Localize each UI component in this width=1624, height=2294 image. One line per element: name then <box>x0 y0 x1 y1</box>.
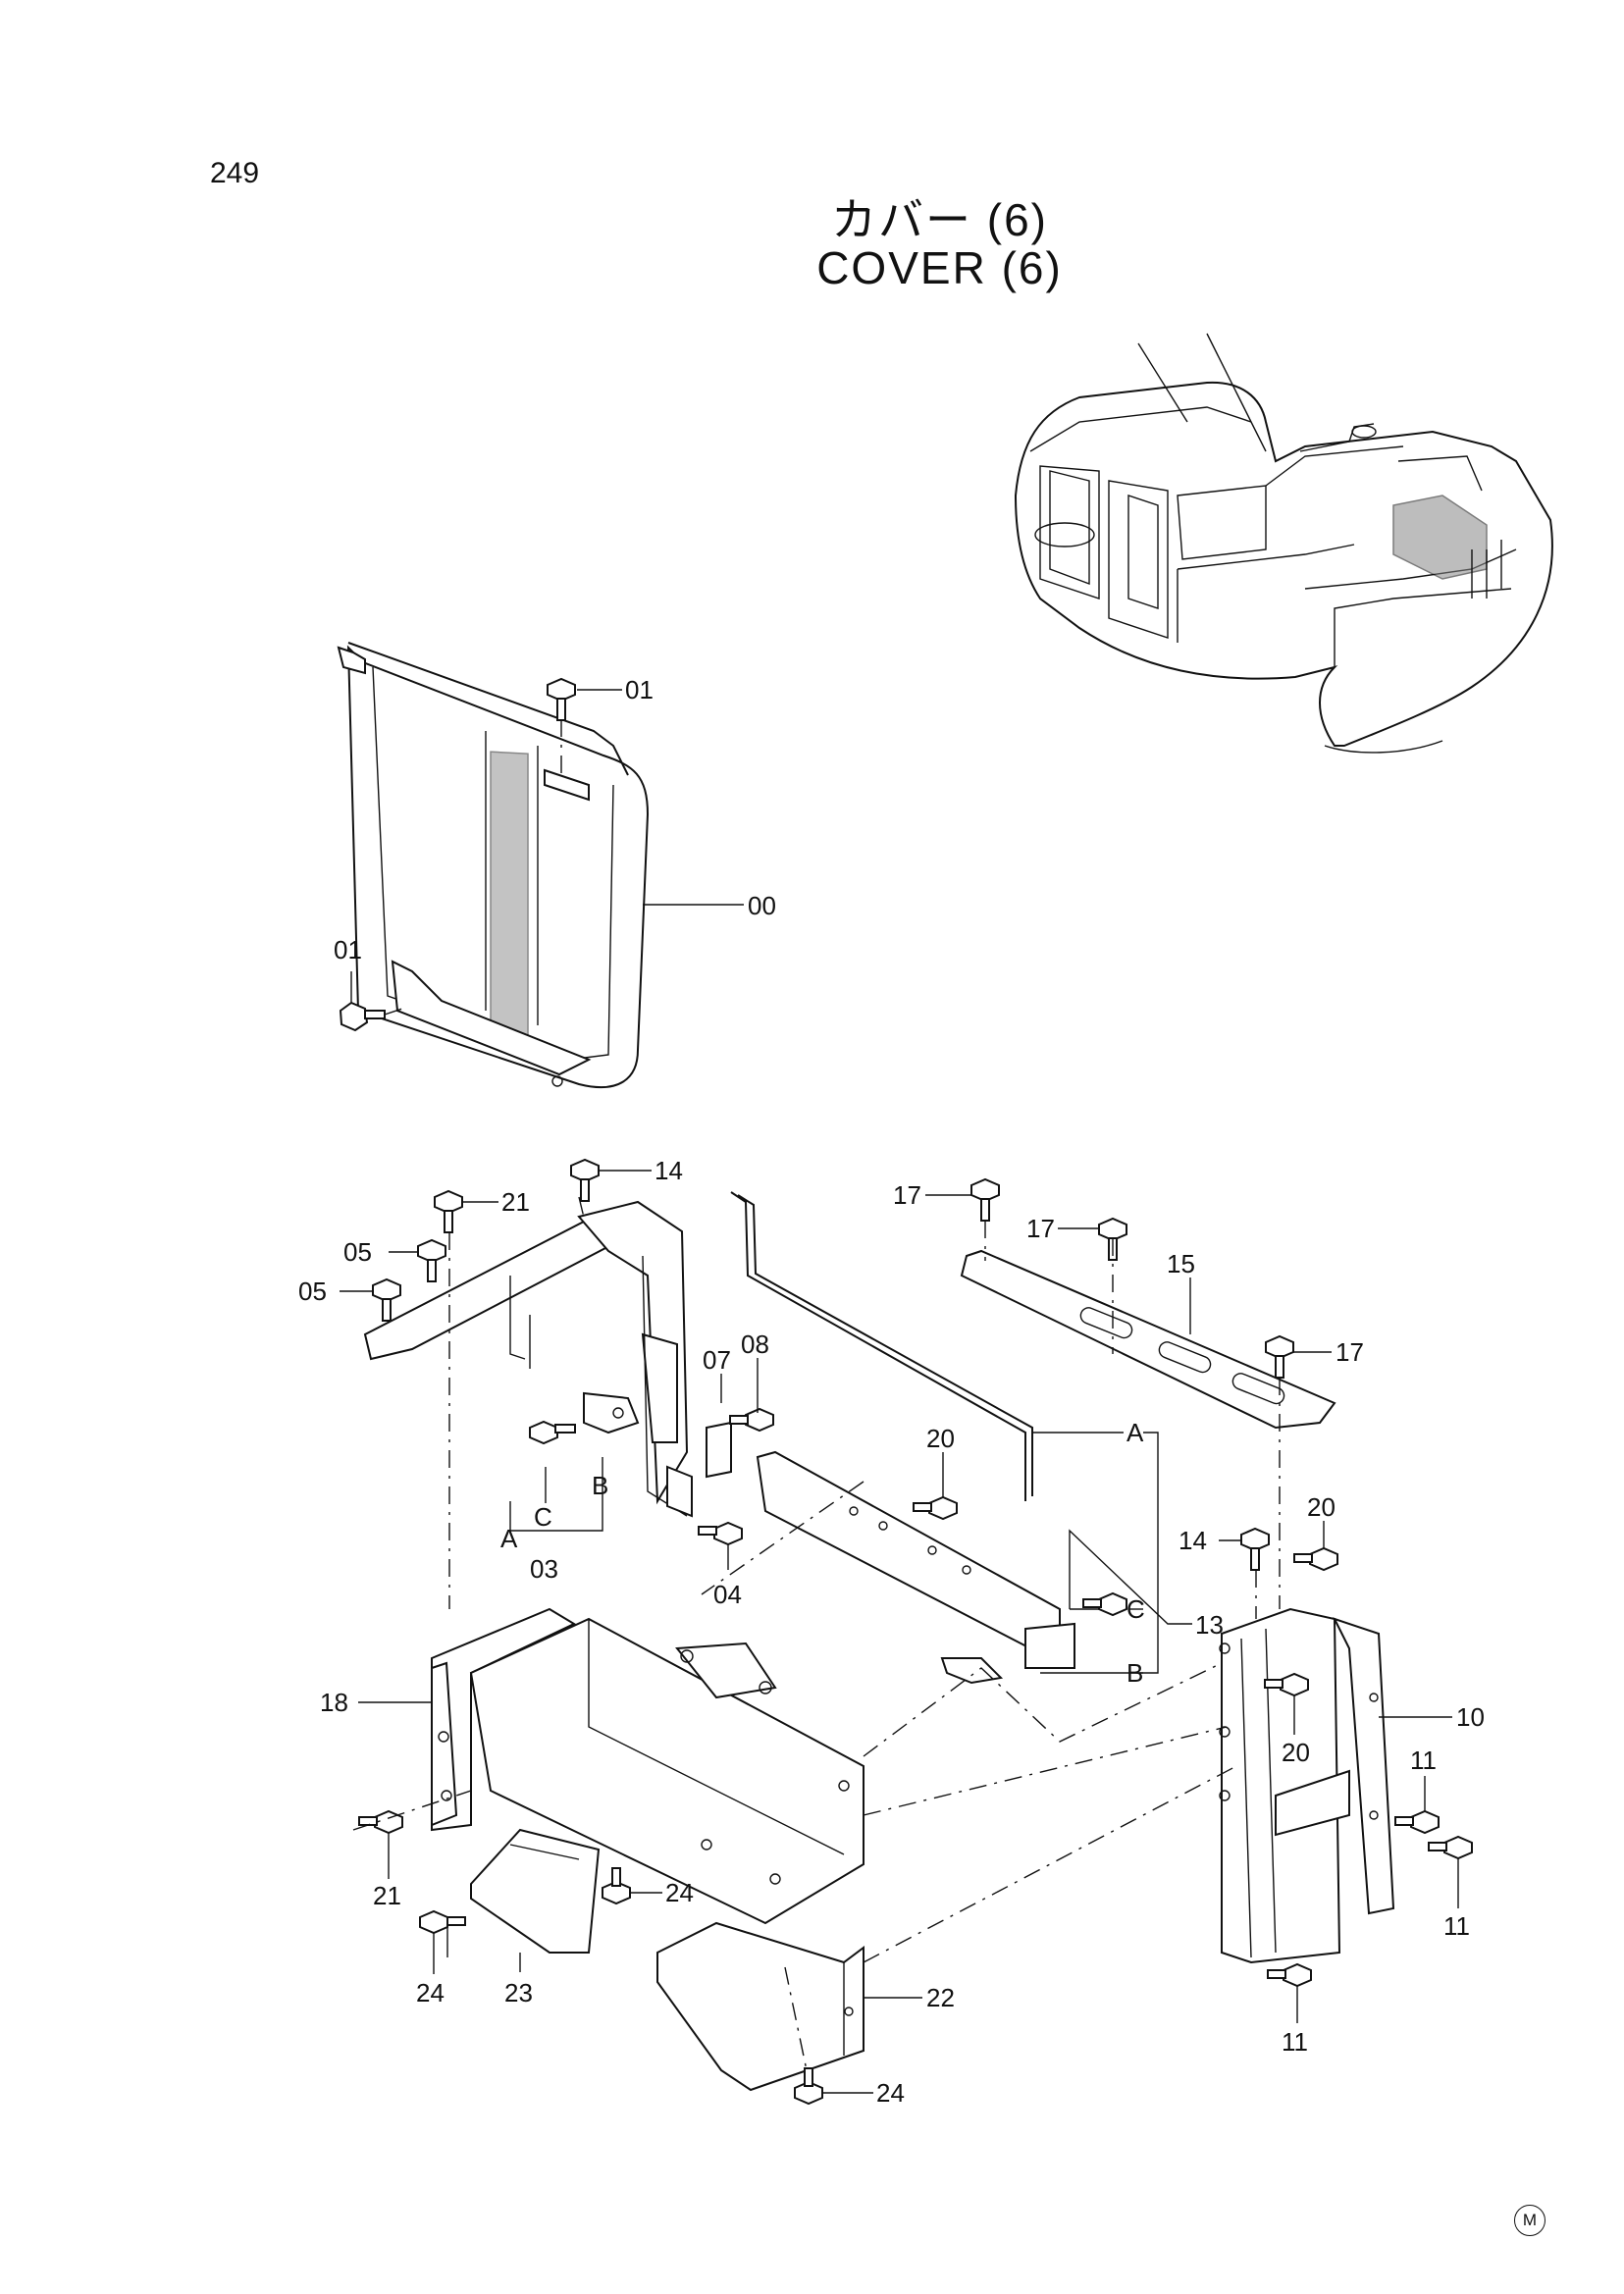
callout-14-upper: 14 <box>655 1156 683 1185</box>
bolt-05-upper-icon <box>417 1238 446 1282</box>
bolt-24-c-icon <box>794 2067 823 2106</box>
callout-08: 08 <box>741 1329 769 1359</box>
callout-24-a: 24 <box>665 1878 694 1907</box>
bolt-24-b-icon <box>602 1867 631 1905</box>
callout-B-right: B <box>1126 1658 1143 1688</box>
part-15-plate <box>960 1249 1336 1430</box>
part-tray-main <box>469 1617 864 1925</box>
callout-03: 03 <box>530 1554 558 1584</box>
part-00-cover-frame <box>337 642 650 1089</box>
bolt-21-b-icon <box>358 1809 403 1835</box>
title-english: COVER (6) <box>816 242 1063 293</box>
callout-A-left: A <box>500 1524 518 1553</box>
bolt-03-icon <box>529 1420 576 1445</box>
callout-21-lower: 21 <box>373 1881 401 1910</box>
bolt-11-c-icon <box>1267 1962 1312 1988</box>
callout-11-c: 11 <box>1282 2027 1308 2057</box>
bolt-11-a-icon <box>1394 1809 1440 1835</box>
callout-17-c: 17 <box>1336 1337 1364 1367</box>
callout-20-a: 20 <box>926 1424 955 1453</box>
callout-07: 07 <box>703 1345 731 1375</box>
callout-B-left: B <box>592 1471 608 1500</box>
callout-labels: 01 00 01 14 21 05 05 07 08 A C B 03 04 1… <box>298 675 1485 2108</box>
leader-lines <box>340 689 1459 2094</box>
callout-01-upper: 01 <box>625 675 654 704</box>
callout-22: 22 <box>926 1983 955 2012</box>
callout-10: 10 <box>1456 1702 1485 1732</box>
bolt-20-a-icon <box>913 1495 958 1521</box>
bolt-14-b-icon <box>1240 1527 1270 1571</box>
excavator-overview-illustration <box>1014 333 1553 754</box>
callout-A-right: A <box>1126 1418 1144 1447</box>
bolt-20-c-icon <box>1264 1672 1309 1697</box>
part-23-cover-plate <box>470 1828 601 1954</box>
bolt-17-c-icon <box>1265 1334 1294 1379</box>
part-03-bracket-frame <box>363 1200 732 1518</box>
bolt-14-icon <box>570 1158 600 1202</box>
callout-00: 00 <box>748 891 776 920</box>
callout-15: 15 <box>1167 1249 1195 1278</box>
bolt-13-icon <box>1082 1591 1127 1617</box>
title-japanese: カバー (6) <box>831 194 1048 245</box>
part-22-end-cover <box>656 1921 864 2092</box>
assembly-lines <box>352 719 1281 2071</box>
callout-17-b: 17 <box>1026 1214 1055 1243</box>
bolt-11-b-icon <box>1428 1835 1473 1860</box>
bolt-24-a-icon <box>419 1909 466 1935</box>
callout-18: 18 <box>320 1688 348 1717</box>
page-number: 249 <box>210 157 260 189</box>
callout-04: 04 <box>713 1580 742 1609</box>
link-rod <box>730 1191 1033 1501</box>
bolt-05-lower-icon <box>372 1277 401 1322</box>
callout-23: 23 <box>504 1978 533 2007</box>
callout-C-right: C <box>1126 1594 1145 1624</box>
part-13-bracket <box>756 1450 1075 1685</box>
bolt-04-icon <box>698 1521 743 1546</box>
callout-11-a: 11 <box>1410 1746 1437 1775</box>
bolt-01-upper-icon <box>547 677 576 721</box>
callout-11-b: 11 <box>1443 1911 1470 1941</box>
callout-20-c: 20 <box>1282 1738 1310 1767</box>
bolt-17-a-icon <box>970 1177 1000 1222</box>
manufacturer-mark-logo: M <box>1514 2205 1545 2236</box>
callout-14-lower: 14 <box>1179 1526 1207 1555</box>
callout-05-upper: 05 <box>343 1237 372 1267</box>
callout-24-b: 24 <box>416 1978 445 2007</box>
part-10-stand-frame <box>1219 1607 1395 1964</box>
callout-05-lower: 05 <box>298 1277 327 1306</box>
callout-01-lower: 01 <box>334 935 362 965</box>
callout-20-b: 20 <box>1307 1492 1336 1522</box>
bolt-21-icon <box>434 1189 463 1233</box>
bolt-20-b-icon <box>1293 1546 1338 1572</box>
callout-17-a: 17 <box>893 1180 921 1210</box>
callout-21-upper: 21 <box>501 1187 530 1217</box>
callout-13: 13 <box>1195 1610 1224 1640</box>
callout-C-left: C <box>534 1502 552 1532</box>
bolt-08-icon <box>729 1407 774 1433</box>
callout-24-c: 24 <box>876 2078 905 2108</box>
